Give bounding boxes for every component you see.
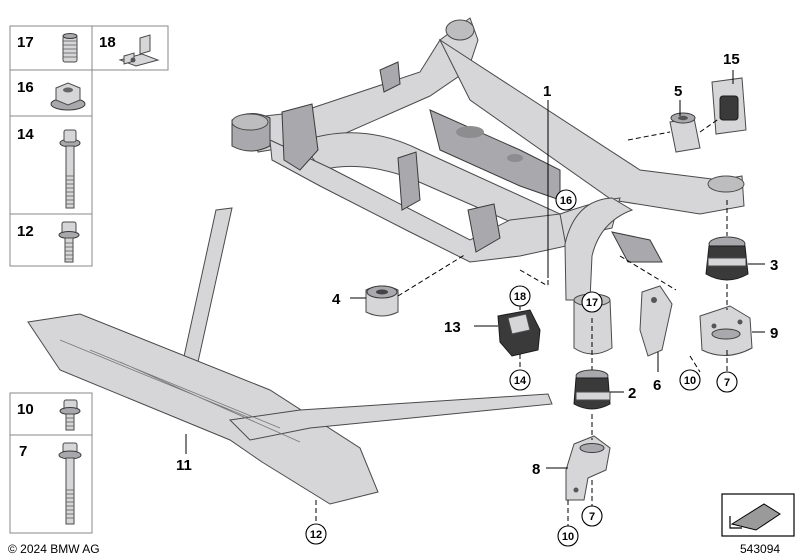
legend-number-12: 12 bbox=[17, 223, 34, 240]
circle-7-upper bbox=[716, 371, 738, 393]
circle-17 bbox=[581, 291, 603, 313]
legend-cell-17 bbox=[9, 25, 93, 71]
circle-label-18: 18 bbox=[514, 291, 526, 303]
legend-cell-7 bbox=[9, 434, 93, 534]
diagram-number: 543094 bbox=[740, 542, 780, 556]
mount-bracket-part-8 bbox=[565, 435, 611, 501]
callout-11: 11 bbox=[176, 457, 192, 474]
legend-number-14: 14 bbox=[17, 126, 34, 143]
short-bolt-part bbox=[58, 221, 80, 263]
bushing-part-5 bbox=[669, 112, 701, 153]
clip-nut-part bbox=[118, 34, 160, 67]
circle-label-7-upper: 7 bbox=[724, 377, 730, 389]
callout-4: 4 bbox=[332, 291, 341, 308]
callout-labels: 1 5 15 3 9 4 13 6 2 8 11 bbox=[176, 51, 778, 478]
circle-label-16: 16 bbox=[560, 195, 572, 207]
rubber-block-part-13 bbox=[497, 309, 541, 357]
bushing-part-4 bbox=[365, 285, 399, 317]
circle-label-7-lower: 7 bbox=[589, 511, 595, 523]
circle-7-lower bbox=[581, 505, 603, 527]
small-bolt-part bbox=[59, 399, 81, 431]
circle-18 bbox=[509, 285, 531, 307]
long-bolt-part bbox=[59, 129, 81, 209]
callout-1: 1 bbox=[543, 83, 551, 100]
copyright-text: © 2024 BMW AG bbox=[8, 542, 100, 556]
legend-number-18: 18 bbox=[99, 34, 116, 51]
rubber-mount-part-2 bbox=[573, 369, 611, 410]
underbody-brace-part bbox=[27, 207, 553, 505]
rubber-mount-part-3 bbox=[705, 236, 749, 281]
threaded-insert-part bbox=[62, 33, 78, 63]
circle-label-12: 12 bbox=[310, 529, 322, 541]
mount-bolt-part bbox=[58, 442, 82, 525]
circle-14 bbox=[509, 369, 531, 391]
callout-15: 15 bbox=[723, 51, 740, 68]
mount-bracket-part-9 bbox=[699, 305, 753, 356]
circled-callouts: 16 18 17 14 10 7 7 10 12 bbox=[305, 189, 738, 547]
circle-10-upper bbox=[679, 369, 701, 391]
circle-label-10-lower: 10 bbox=[562, 531, 574, 543]
callout-5: 5 bbox=[674, 83, 682, 100]
legend-number-7: 7 bbox=[19, 443, 27, 460]
callout-8: 8 bbox=[532, 461, 540, 478]
support-plate-part bbox=[711, 77, 747, 135]
circle-label-17: 17 bbox=[586, 297, 598, 309]
flange-nut-part bbox=[50, 82, 86, 111]
callout-6: 6 bbox=[653, 377, 661, 394]
legend-number-10: 10 bbox=[17, 401, 34, 418]
circle-label-14: 14 bbox=[514, 375, 527, 387]
circle-label-10-upper: 10 bbox=[684, 375, 696, 387]
legend-cell-14 bbox=[9, 115, 93, 215]
callout-13: 13 bbox=[444, 319, 461, 336]
circle-16 bbox=[555, 189, 577, 211]
view-direction-indicator bbox=[721, 493, 795, 537]
fastener-legend-panel: 17 18 16 14 12 10 7 bbox=[9, 25, 169, 534]
circle-10-lower bbox=[557, 525, 579, 547]
callout-3: 3 bbox=[770, 257, 778, 274]
callout-9: 9 bbox=[770, 325, 778, 342]
direction-arrow-icon bbox=[730, 503, 781, 531]
bracket-part-6 bbox=[639, 285, 673, 357]
callout-2: 2 bbox=[628, 385, 636, 402]
legend-number-17: 17 bbox=[17, 34, 34, 51]
circle-12 bbox=[305, 523, 327, 545]
rear-axle-carrier-part bbox=[231, 17, 745, 355]
legend-number-16: 16 bbox=[17, 79, 34, 96]
leader-lines bbox=[185, 70, 765, 528]
legend-cell-12 bbox=[9, 213, 93, 267]
